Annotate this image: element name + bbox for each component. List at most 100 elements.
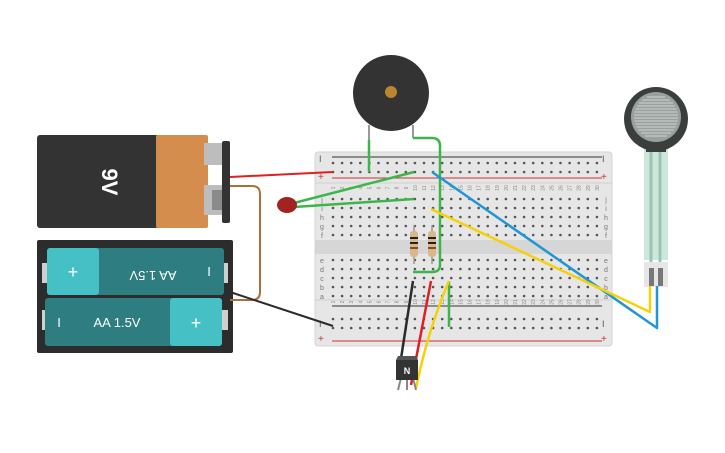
terminal-hole[interactable]	[586, 294, 590, 298]
terminal-hole[interactable]	[377, 206, 380, 210]
rail-hole[interactable]	[568, 161, 571, 165]
terminal-hole[interactable]	[495, 294, 499, 298]
terminal-hole[interactable]	[541, 294, 544, 298]
terminal-hole[interactable]	[386, 233, 389, 237]
terminal-hole[interactable]	[504, 285, 508, 289]
rail-hole[interactable]	[477, 326, 480, 330]
rail-hole[interactable]	[359, 317, 362, 321]
rail-hole[interactable]	[377, 317, 380, 321]
terminal-hole[interactable]	[586, 285, 590, 289]
terminal-hole[interactable]	[541, 267, 544, 271]
terminal-hole[interactable]	[386, 206, 389, 210]
terminal-hole[interactable]	[531, 267, 535, 271]
terminal-hole[interactable]	[440, 197, 444, 201]
rail-hole[interactable]	[450, 170, 453, 174]
terminal-hole[interactable]	[377, 285, 380, 289]
rail-hole[interactable]	[577, 317, 580, 321]
rail-hole[interactable]	[468, 326, 471, 330]
terminal-hole[interactable]	[568, 215, 571, 219]
terminal-hole[interactable]	[368, 197, 371, 201]
terminal-hole[interactable]	[568, 197, 571, 201]
terminal-hole[interactable]	[550, 276, 553, 280]
terminal-hole[interactable]	[468, 285, 471, 289]
piezo-buzzer[interactable]	[353, 55, 429, 140]
terminal-hole[interactable]	[586, 233, 590, 237]
terminal-hole[interactable]	[331, 285, 335, 289]
rail-hole[interactable]	[395, 326, 399, 330]
terminal-hole[interactable]	[422, 267, 426, 271]
rail-hole[interactable]	[486, 317, 490, 321]
rail-hole[interactable]	[586, 170, 590, 174]
rail-hole[interactable]	[513, 317, 517, 321]
terminal-hole[interactable]	[331, 258, 335, 262]
terminal-hole[interactable]	[541, 197, 544, 201]
rail-hole[interactable]	[413, 161, 417, 165]
terminal-hole[interactable]	[541, 215, 544, 219]
rail-hole[interactable]	[522, 317, 526, 321]
terminal-hole[interactable]	[404, 258, 408, 262]
rail-hole[interactable]	[440, 161, 444, 165]
resistor-2[interactable]	[428, 225, 436, 264]
rail-hole[interactable]	[331, 161, 335, 165]
wire-green-led-1[interactable]	[293, 170, 415, 205]
rail-hole[interactable]	[431, 161, 435, 165]
terminal-hole[interactable]	[541, 276, 544, 280]
terminal-hole[interactable]	[468, 258, 471, 262]
wire-blue-sensor[interactable]	[431, 170, 659, 330]
terminal-hole[interactable]	[359, 258, 362, 262]
terminal-hole[interactable]	[331, 224, 335, 228]
terminal-hole[interactable]	[522, 224, 526, 228]
terminal-hole[interactable]	[331, 267, 335, 271]
terminal-hole[interactable]	[559, 197, 562, 201]
rail-hole[interactable]	[359, 170, 362, 174]
rail-hole[interactable]	[495, 170, 499, 174]
terminal-hole[interactable]	[349, 285, 353, 289]
rail-hole[interactable]	[368, 326, 371, 330]
rail-hole[interactable]	[349, 326, 353, 330]
terminal-hole[interactable]	[595, 233, 599, 237]
rail-hole[interactable]	[340, 170, 344, 174]
terminal-hole[interactable]	[477, 276, 480, 280]
rail-hole[interactable]	[504, 170, 508, 174]
terminal-hole[interactable]	[477, 258, 480, 262]
terminal-hole[interactable]	[541, 224, 544, 228]
terminal-hole[interactable]	[513, 224, 517, 228]
rail-hole[interactable]	[504, 326, 508, 330]
terminal-hole[interactable]	[349, 197, 353, 201]
rail-hole[interactable]	[486, 170, 490, 174]
terminal-hole[interactable]	[368, 285, 371, 289]
terminal-hole[interactable]	[486, 285, 490, 289]
rail-hole[interactable]	[577, 161, 580, 165]
terminal-hole[interactable]	[468, 233, 471, 237]
terminal-hole[interactable]	[368, 294, 371, 298]
terminal-hole[interactable]	[513, 276, 517, 280]
terminal-hole[interactable]	[504, 233, 508, 237]
terminal-hole[interactable]	[386, 224, 389, 228]
terminal-hole[interactable]	[568, 294, 571, 298]
terminal-hole[interactable]	[459, 197, 462, 201]
terminal-hole[interactable]	[368, 276, 371, 280]
rail-hole[interactable]	[541, 170, 544, 174]
terminal-hole[interactable]	[477, 206, 480, 210]
terminal-hole[interactable]	[440, 233, 444, 237]
rail-hole[interactable]	[495, 161, 499, 165]
terminal-hole[interactable]	[450, 233, 453, 237]
terminal-hole[interactable]	[550, 233, 553, 237]
rail-hole[interactable]	[450, 317, 453, 321]
terminal-hole[interactable]	[486, 276, 490, 280]
rail-hole[interactable]	[331, 326, 335, 330]
terminal-hole[interactable]	[377, 267, 380, 271]
terminal-hole[interactable]	[359, 294, 362, 298]
red-led[interactable]	[277, 197, 297, 213]
rail-hole[interactable]	[359, 161, 362, 165]
terminal-hole[interactable]	[531, 258, 535, 262]
terminal-hole[interactable]	[495, 267, 499, 271]
terminal-hole[interactable]	[504, 294, 508, 298]
terminal-hole[interactable]	[349, 267, 353, 271]
rail-hole[interactable]	[541, 317, 544, 321]
terminal-hole[interactable]	[513, 197, 517, 201]
terminal-hole[interactable]	[459, 285, 462, 289]
rail-hole[interactable]	[359, 326, 362, 330]
terminal-hole[interactable]	[450, 206, 453, 210]
rail-hole[interactable]	[468, 161, 471, 165]
